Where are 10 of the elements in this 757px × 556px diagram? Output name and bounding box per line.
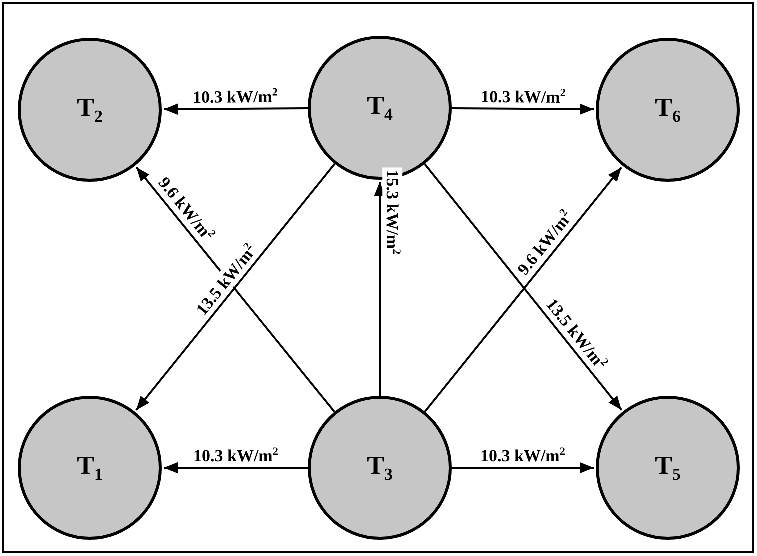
arrow [164,104,308,115]
node-label: T$_{5}$ [655,450,681,486]
node-label: T$_{3}$ [367,450,393,486]
arrow [452,104,594,115]
arrow [164,462,308,474]
node-label: T$_{6}$ [655,92,681,128]
node-label: T$_{4}$ [367,90,393,126]
node-label: T$_{1}$ [77,450,103,486]
arrow [452,462,594,474]
node-label: T$_{2}$ [77,92,103,128]
